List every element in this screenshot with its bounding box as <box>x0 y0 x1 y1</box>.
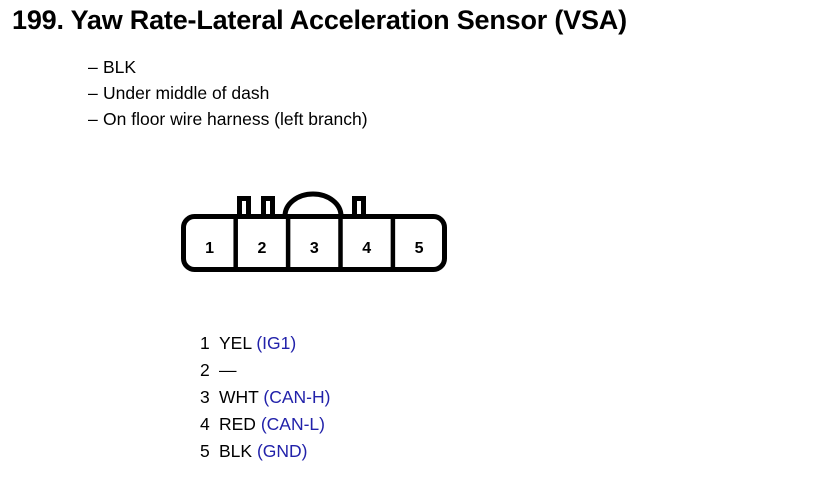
tab-icon-2 <box>261 196 275 217</box>
legend-pin-number: 1 <box>200 333 210 353</box>
note-item: –BLK <box>88 54 368 80</box>
legend-wire-color: WHT <box>219 387 259 407</box>
legend-pin-number: 4 <box>200 414 210 434</box>
connector-tabs <box>237 196 366 217</box>
legend-wire-color: RED <box>219 414 256 434</box>
cavity-label-3: 3 <box>310 240 319 257</box>
legend-pin-number: 5 <box>200 441 210 461</box>
legend-signal-name: (CAN-H) <box>263 387 331 407</box>
cavity-label-1: 1 <box>205 240 214 257</box>
note-item-label: Under middle of dash <box>103 83 270 103</box>
page-title: 199. Yaw Rate-Lateral Acceleration Senso… <box>12 5 627 35</box>
legend-pin-number: 2 <box>200 360 210 380</box>
dash-glyph: – <box>88 57 98 77</box>
cavity-label-5: 5 <box>415 240 424 257</box>
cavity-label-2: 2 <box>257 240 266 257</box>
note-item-label: BLK <box>103 57 137 77</box>
legend-row: 3 WHT (CAN-H) <box>200 384 330 411</box>
connector-diagram: 1 2 3 4 5 <box>175 188 455 280</box>
tab-icon-1 <box>237 196 251 217</box>
cavity-label-4: 4 <box>362 240 371 257</box>
legend-row: 5 BLK (GND) <box>200 438 330 465</box>
legend-wire-color: — <box>219 360 237 380</box>
legend-row: 2— <box>200 357 330 384</box>
note-item-label: On floor wire harness (left branch) <box>103 109 368 129</box>
legend-signal-name: (CAN-L) <box>260 414 325 434</box>
notes-list: –BLK –Under middle of dash –On floor wir… <box>88 54 368 132</box>
legend-row: 1 YEL (IG1) <box>200 330 330 357</box>
legend-wire-color: BLK <box>219 441 253 461</box>
legend-pin-number: 3 <box>200 387 210 407</box>
dash-glyph: – <box>88 109 98 129</box>
tab-icon-3 <box>352 196 366 217</box>
locking-arch-icon <box>282 191 344 217</box>
legend-wire-color: YEL <box>219 333 252 353</box>
note-item: –Under middle of dash <box>88 80 368 106</box>
dash-glyph: – <box>88 83 98 103</box>
cavity-dividers <box>233 216 396 270</box>
legend-signal-name: (IG1) <box>256 333 297 353</box>
legend-row: 4 RED (CAN-L) <box>200 411 330 438</box>
legend-signal-name: (GND) <box>256 441 308 461</box>
note-item: –On floor wire harness (left branch) <box>88 106 368 132</box>
connector-body <box>181 214 447 272</box>
